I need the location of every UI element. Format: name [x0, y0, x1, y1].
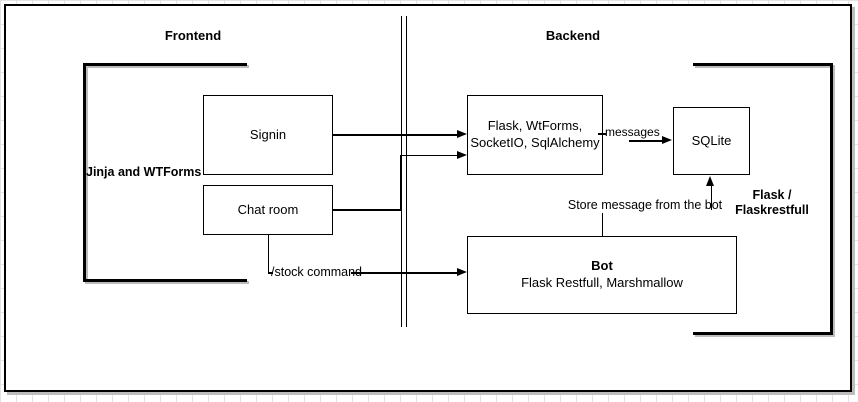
node-sqlite[interactable]: SQLite [673, 107, 750, 175]
edge-chat-to-flask-arrowhead-icon [457, 150, 467, 159]
frontend-section-title: Frontend [164, 28, 222, 43]
edge-chat-to-flask-segment1 [333, 209, 401, 211]
edge-bot-to-sqlite-segment1 [601, 213, 603, 236]
edge-signin-to-flask-line [333, 134, 457, 136]
edge-chat-to-bot-line [351, 272, 457, 274]
edge-bot-to-sqlite-arrowhead-icon [706, 176, 714, 186]
node-bot-subtitle: Flask Restfull, Marshmallow [521, 275, 683, 290]
node-chat-room[interactable]: Chat room [203, 185, 333, 235]
edge-flask-to-sqlite-line [629, 140, 662, 142]
edge-signin-to-flask-arrowhead-icon [457, 130, 467, 138]
edge-chat-to-flask-segment3 [400, 154, 457, 156]
edge-flask-to-sqlite-stub [598, 133, 606, 135]
edge-chat-to-bot-foot [267, 272, 273, 274]
edge-chat-to-bot-segment1 [267, 235, 269, 273]
edge-messages-label: messages [605, 125, 660, 139]
backend-section-title: Backend [545, 28, 601, 43]
node-flask-server[interactable]: Flask, WtForms, SocketIO, SqlAlchemy [467, 95, 603, 175]
node-bot-title: Bot [591, 258, 613, 274]
frontend-backend-separator [401, 16, 407, 327]
edge-stock-command-label: /stock command [271, 265, 363, 279]
backend-bracket [693, 63, 833, 335]
backend-bracket-label-line2: Flaskrestfull [735, 203, 809, 217]
frontend-bracket-label: Jinja and WTForms [86, 165, 202, 179]
node-flask-server-label-line2: SocketIO, SqlAlchemy [470, 135, 600, 150]
edge-chat-to-flask-segment2 [399, 155, 402, 211]
node-bot[interactable]: Bot Flask Restfull, Marshmallow [467, 236, 737, 314]
edge-store-message-label: Store message from the bot [567, 198, 723, 212]
frontend-bracket [83, 63, 247, 282]
edge-flask-to-sqlite-arrowhead-icon [662, 136, 672, 144]
node-flask-server-label-line1: Flask, WtForms, [487, 118, 583, 134]
node-signin-label: Signin [249, 126, 287, 142]
node-sqlite-label: SQLite [691, 132, 732, 148]
backend-bracket-label: Flask / Flaskrestfull [707, 188, 837, 218]
backend-bracket-label-line1: Flask / [752, 188, 792, 202]
edge-chat-to-bot-arrowhead-icon [457, 268, 467, 276]
node-chat-room-label: Chat room [237, 201, 299, 217]
node-signin[interactable]: Signin [203, 95, 333, 175]
edge-bot-to-sqlite-line [710, 186, 712, 210]
